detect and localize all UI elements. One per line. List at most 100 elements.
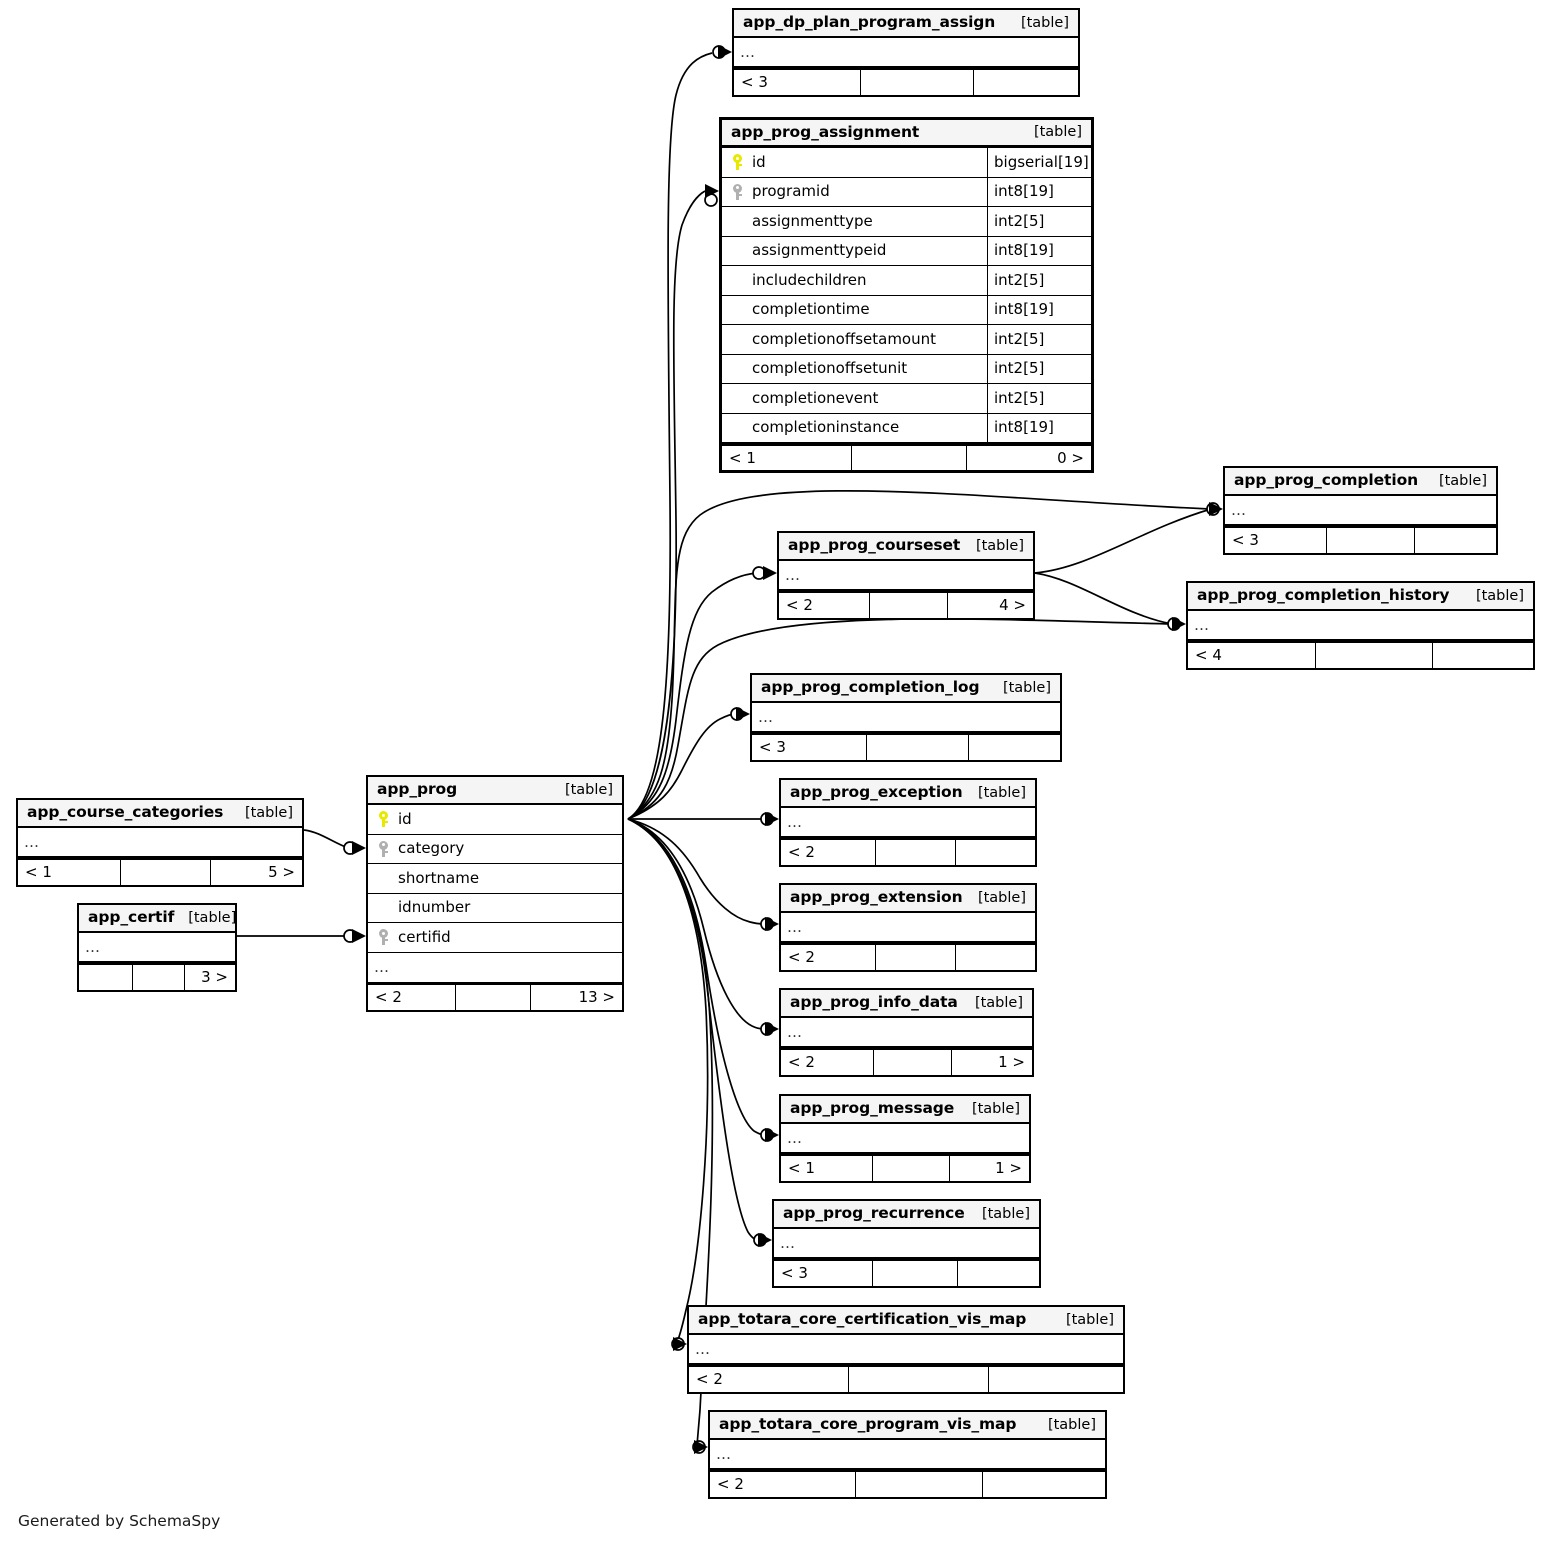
table-name: app_prog_extension <box>790 888 963 907</box>
table-app_totara_core_program_vis_map[interactable]: app_totara_core_program_vis_map[table]…<… <box>708 1410 1107 1499</box>
table-type-tag: [table] <box>564 781 613 798</box>
table-header: app_totara_core_program_vis_map[table] <box>710 1412 1105 1440</box>
table-header: app_totara_core_certification_vis_map[ta… <box>689 1307 1123 1335</box>
table-app_certif[interactable]: app_certif[table]…3 > <box>77 903 237 992</box>
table-type-tag: [table] <box>188 909 237 926</box>
table-footer: < 2 <box>710 1470 1105 1497</box>
table-column-row[interactable]: category <box>368 834 622 864</box>
table-app_prog_completion[interactable]: app_prog_completion[table]…< 3 <box>1223 466 1498 555</box>
table-column-row[interactable]: completiontime int8[19] <box>722 295 1091 325</box>
table-column-row[interactable]: id <box>368 805 622 835</box>
footer-children-count <box>1415 528 1496 553</box>
table-app_prog_completion_log[interactable]: app_prog_completion_log[table]…< 3 <box>750 673 1062 762</box>
more-columns-ellipsis: … <box>781 808 1035 838</box>
table-header: app_prog[table] <box>368 777 622 805</box>
footer-children-count: 0 > <box>1057 448 1084 467</box>
table-name: app_certif <box>88 908 175 927</box>
table-type-tag: [table] <box>974 994 1023 1011</box>
table-app_prog_recurrence[interactable]: app_prog_recurrence[table]…< 3 <box>772 1199 1041 1288</box>
footer-middle-cell <box>133 965 185 990</box>
column-name-cell: includechildren <box>722 272 987 288</box>
footer-middle-cell <box>1327 528 1415 553</box>
table-column-row[interactable]: certifid <box>368 923 622 953</box>
footer-children-count: 1 > <box>998 1053 1025 1071</box>
schemaspy-credit: Generated by SchemaSpy <box>18 1512 221 1530</box>
footer-parents-count: < 1 <box>18 860 121 885</box>
table-app_prog_exception[interactable]: app_prog_exception[table]…< 2 <box>779 778 1037 867</box>
more-columns-ellipsis: … <box>734 38 1078 68</box>
table-header: app_prog_message [table] <box>781 1096 1029 1124</box>
column-name-cell: certifid <box>368 929 622 946</box>
more-columns-ellipsis: … <box>781 913 1035 943</box>
footer-parents-count: < 2 <box>779 593 870 618</box>
table-type-tag: [table] <box>1438 472 1487 489</box>
column-name: category <box>398 840 465 857</box>
footer-children-count <box>958 1261 1039 1286</box>
more-columns-ellipsis: … <box>689 1335 1123 1365</box>
column-type: int8[19] <box>987 295 1091 324</box>
table-app_dp_plan_program_assign[interactable]: app_dp_plan_program_assign[table]…< 3 <box>732 8 1080 97</box>
footer-parents-count: < 1 <box>722 446 852 470</box>
footer-children-count: 1 > <box>995 1159 1022 1177</box>
table-column-row[interactable]: id bigserial[19] <box>722 148 1091 178</box>
footer-middle-cell <box>873 1261 958 1286</box>
table-type-tag: [table] <box>1033 124 1082 141</box>
more-columns-ellipsis: … <box>18 828 302 858</box>
table-app_prog_completion_history[interactable]: app_prog_completion_history[table]…< 4 <box>1186 581 1535 670</box>
column-type: bigserial[19] <box>987 148 1091 177</box>
footer-parents-count: < 3 <box>734 70 861 95</box>
table-name: app_prog_message <box>790 1099 955 1118</box>
table-footer: < 3 <box>774 1259 1039 1286</box>
footer-children-count <box>989 1367 1123 1392</box>
column-type: int2[5] <box>987 325 1091 354</box>
column-name-cell: category <box>368 840 622 857</box>
table-type-tag: [table] <box>977 889 1026 906</box>
footer-children-count <box>974 70 1078 95</box>
table-name: app_prog_assignment <box>731 122 920 141</box>
table-column-row[interactable]: idnumber <box>368 893 622 923</box>
footer-parents-count: < 3 <box>752 735 867 760</box>
table-app_totara_core_certification_vis_map[interactable]: app_totara_core_certification_vis_map[ta… <box>687 1305 1125 1394</box>
primary-key-icon <box>732 154 743 171</box>
table-column-row[interactable]: shortname <box>368 864 622 894</box>
primary-key-icon <box>378 811 389 828</box>
column-name-cell: completioninstance <box>722 420 987 436</box>
column-name-cell: id <box>368 811 622 828</box>
table-name: app_prog_courseset <box>788 536 961 555</box>
footer-parents-count <box>79 965 133 990</box>
column-type: int2[5] <box>987 354 1091 383</box>
table-column-row[interactable]: completionoffsetunit int2[5] <box>722 354 1091 384</box>
more-columns-ellipsis: … <box>368 953 622 983</box>
table-name: app_course_categories <box>27 803 224 822</box>
footer-parents-count: < 3 <box>774 1261 873 1286</box>
footer-parents-count: < 2 <box>781 840 876 865</box>
column-name: completiontime <box>752 301 870 318</box>
table-header: app_prog_completion_log[table] <box>752 675 1060 703</box>
footer-middle-cell <box>856 1472 984 1497</box>
table-app_prog_assignment[interactable]: app_prog_assignment [table] id bigserial[19… <box>719 117 1094 473</box>
table-type-tag: [table] <box>971 1100 1020 1117</box>
table-header: app_prog_courseset[table] <box>779 533 1033 561</box>
table-app_prog_extension[interactable]: app_prog_extension[table]…< 2 <box>779 883 1037 972</box>
column-name: completionoffsetunit <box>752 360 908 377</box>
column-type: int2[5] <box>987 207 1091 236</box>
column-name: id <box>752 154 766 171</box>
column-name-cell: completionevent <box>722 390 987 406</box>
table-header: app_course_categories[table] <box>18 800 302 828</box>
foreign-key-icon <box>378 840 389 857</box>
